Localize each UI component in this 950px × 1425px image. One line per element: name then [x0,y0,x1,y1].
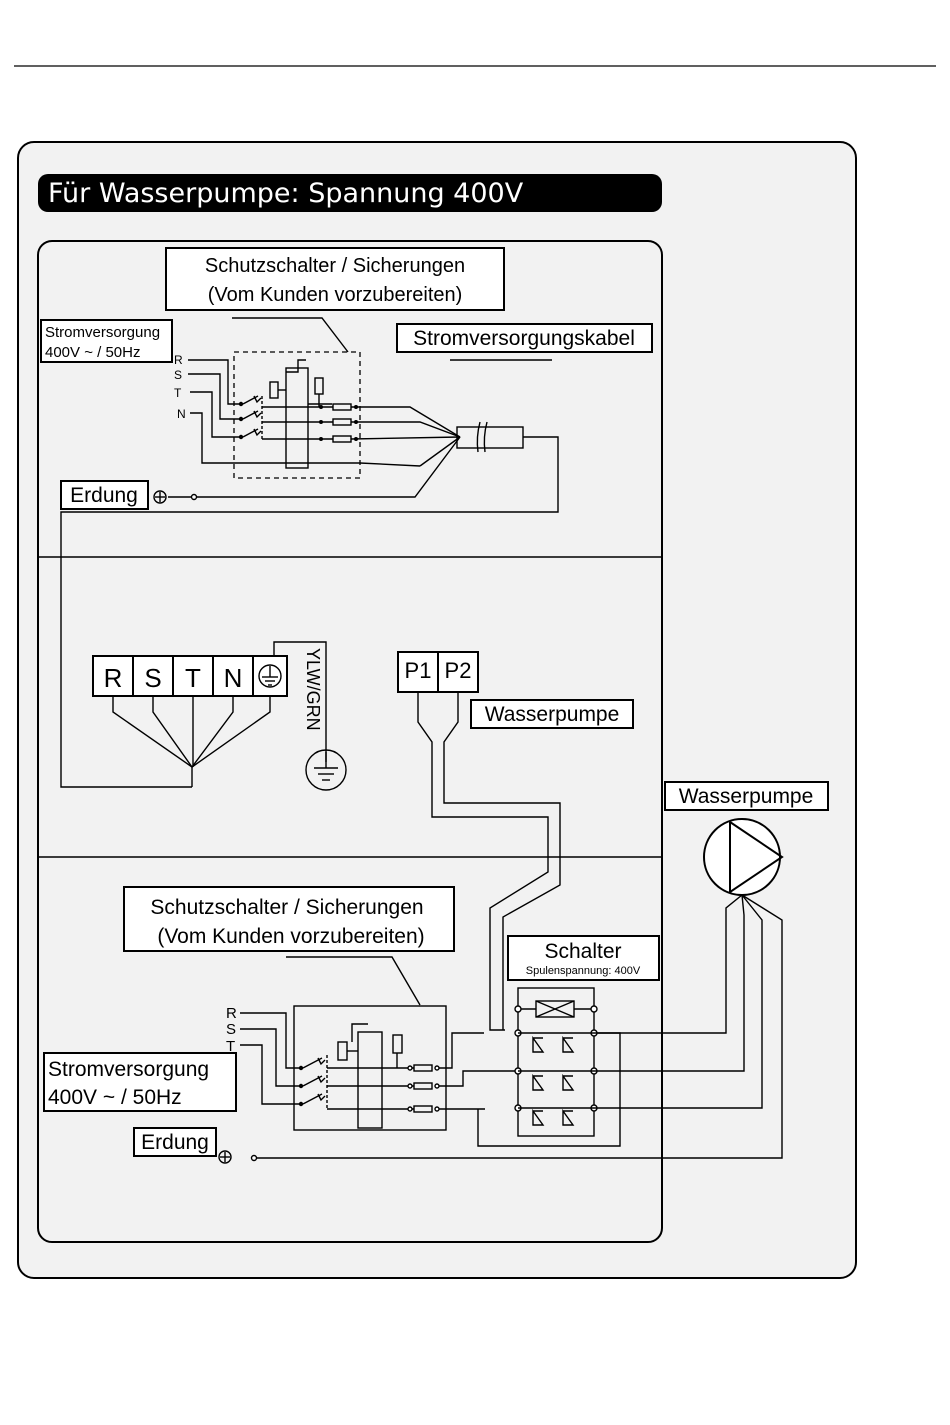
power-supply-line1: Stromversorgung [45,324,160,341]
pump-wire-1 [594,894,743,1034]
ground-label-box [60,480,149,510]
phase-label-s: S [174,368,182,382]
breaker-switches [238,395,263,440]
ylw-grn-label: YLW/GRN [303,648,323,731]
pump-label-box [664,781,829,811]
p2-wire [443,692,561,1030]
breaker-label-box-bottom [123,886,455,952]
wire-s-in [188,373,240,420]
water-pump: Wasserpumpe [664,781,829,896]
top-section: Schutzschalter / Sicherungen (Vom Kunden… [40,247,653,788]
ground-label-top: Erdung [70,484,138,507]
ground-symbol-icon [153,490,167,504]
phase-label-t-bottom: T [226,1038,235,1055]
phase-label-r: R [174,353,183,367]
pump-icon [703,818,784,896]
breaker-leader-line-bottom [286,956,421,1006]
contactor [514,987,598,1137]
breaker-label-bottom-line2: (Vom Kunden vorzubereiten) [157,925,424,948]
phase-label-n: N [177,407,186,421]
phase-label-s-bottom: S [226,1021,236,1038]
pump-terminal-label-box [470,699,634,729]
contactor-label: Schalter [544,940,621,963]
terminal-block: R S T N [92,655,288,697]
p1-wire [417,692,549,1031]
power-supply-line2: 400V ~ / 50Hz [45,344,140,361]
bottom-fuses [327,1064,440,1113]
breaker-enclosure [233,351,361,479]
power-supply-box-bottom [43,1052,237,1112]
pump-terminal-p1: P1 [405,658,432,683]
terminal-s: S [144,663,161,693]
contactor-label-box [507,935,660,981]
power-supply-bottom-line1: Stromversorgung [48,1058,209,1081]
ground-symbol-icon-bottom [218,1150,232,1164]
breaker-switches-bottom [298,1055,328,1108]
phase-label-r-bottom: R [226,1005,237,1022]
breaker-coil-column-bottom [357,1031,383,1129]
pump-wire-2 [594,894,745,1072]
top-fuses [262,403,358,443]
terminal-n: N [224,663,243,693]
pump-terminal-block: P1 P2 [397,651,479,693]
title-bar [38,174,662,212]
ground-wire-top [168,436,461,498]
power-supply-bottom-line2: 400V ~ / 50Hz [48,1086,182,1109]
breaker-label-line2: (Vom Kunden vorzubereiten) [208,284,463,306]
ground-wire-bottom [256,894,783,1159]
breaker-coil-column [285,367,309,469]
cable-label: Stromversorgungskabel [413,327,635,350]
ylw-grn-wire [273,641,327,762]
inner-panel [37,240,663,1243]
wire-r-in [188,359,240,405]
terminal-r: R [104,663,123,693]
breaker-label-bottom-line1: Schutzschalter / Sicherungen [150,896,423,919]
contactor-sublabel: Spulenspannung: 400V [526,965,641,977]
pump-wire-3 [594,894,763,1109]
middle-section: R S T N YLW/GRN [92,641,634,1031]
ground-label-bottom: Erdung [141,1131,209,1154]
pump-label: Wasserpumpe [679,785,814,808]
power-supply-box [40,319,173,363]
phase-label-t: T [174,386,182,400]
cable-route [60,436,559,788]
pump-terminal-p2: P2 [445,658,472,683]
bottom-section: Schutzschalter / Sicherungen (Vom Kunden… [43,886,783,1164]
wire-t-in [190,391,240,438]
wire-n-in [190,412,421,467]
page-title: Für Wasserpumpe: Spannung 400V [48,178,524,209]
cable-label-box [396,323,653,353]
breaker-label-box [165,247,505,311]
ground-label-box-bottom [133,1127,217,1157]
terminal-fan-wires [112,696,271,787]
terminal-t: T [185,663,201,693]
breaker-leader-line [232,317,349,353]
breaker-label-line1: Schutzschalter / Sicherungen [205,255,465,277]
pump-terminal-label: Wasserpumpe [485,703,620,726]
terminal-ground-icon [258,664,282,688]
earth-ground-icon [305,749,347,791]
